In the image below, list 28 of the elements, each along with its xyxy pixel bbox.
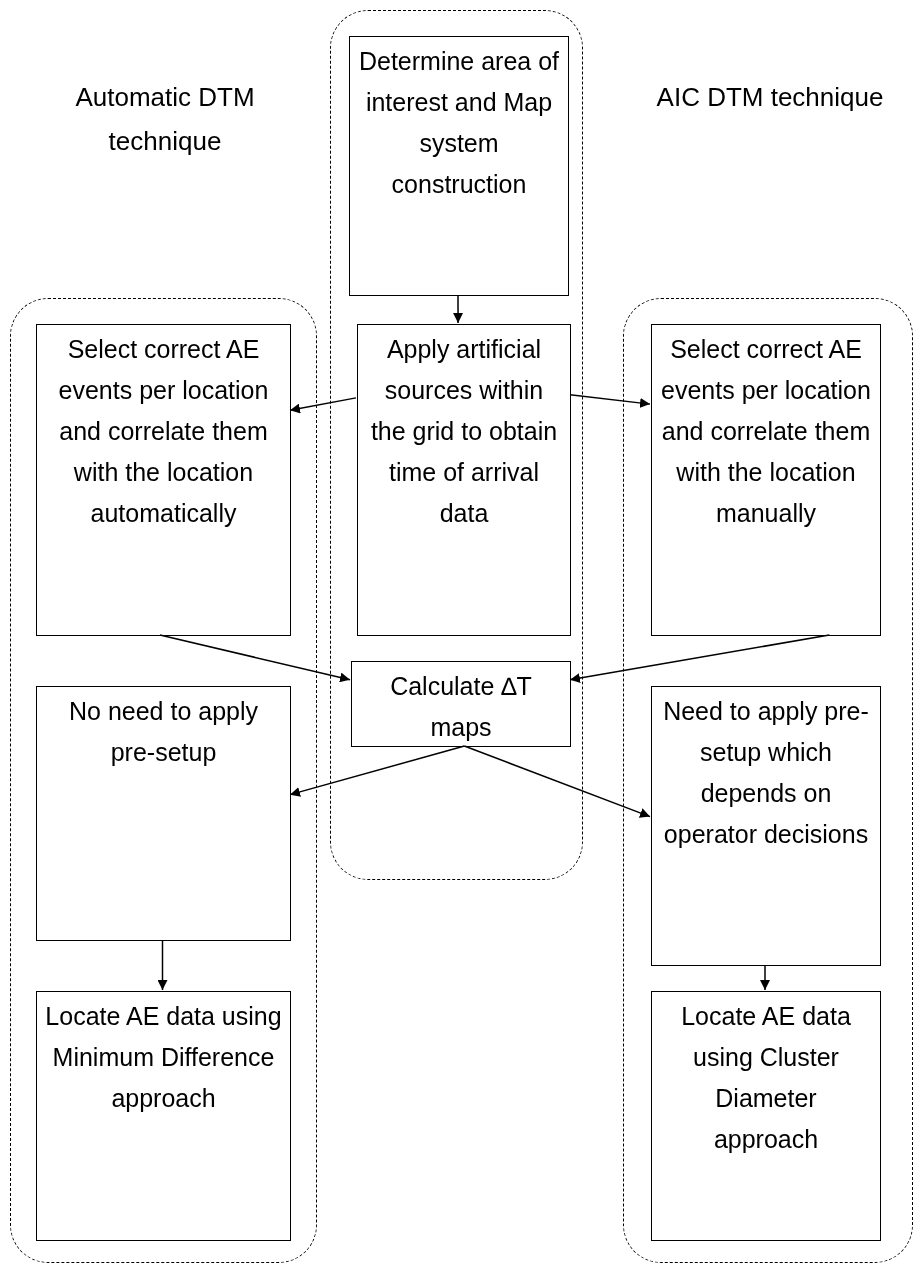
box-text: Calculate ∆T maps [389,671,533,743]
process-box [36,686,291,941]
dashed-group-outline [623,298,913,1263]
process-box [349,36,569,296]
process-box [651,991,881,1241]
group-heading: Automatic DTM technique [74,81,256,158]
group-heading: AIC DTM technique [655,81,885,114]
dashed-group-outline [330,10,583,880]
box-text: Locate AE data using Cluster Diameter approach [680,1001,852,1155]
process-box [351,661,571,747]
box-text: Select correct AE events per location and correlate them with the location automatically [57,334,270,529]
box-text: Locate AE data using Minimum Difference approach [45,1001,282,1114]
process-box [36,324,291,636]
process-box [357,324,571,636]
arrow [157,939,168,991]
arrow [453,294,464,324]
process-box [651,324,881,636]
process-box [651,686,881,966]
box-text: Determine area of interest and Map system construction [358,46,560,200]
arrow [760,964,770,991]
arrow [289,397,357,414]
box-text: Select correct AE events per location and correlate them with the location manually [660,334,872,529]
box-text: No need to apply pre-setup [68,696,259,768]
process-box [36,991,291,1241]
arrow [569,394,651,408]
dashed-group-outline [10,298,317,1263]
box-text: Apply artificial sources within the grid to obtain time of arrival data [369,334,559,529]
box-text: Need to apply pre-setup which depends on operator decisions [662,696,870,850]
